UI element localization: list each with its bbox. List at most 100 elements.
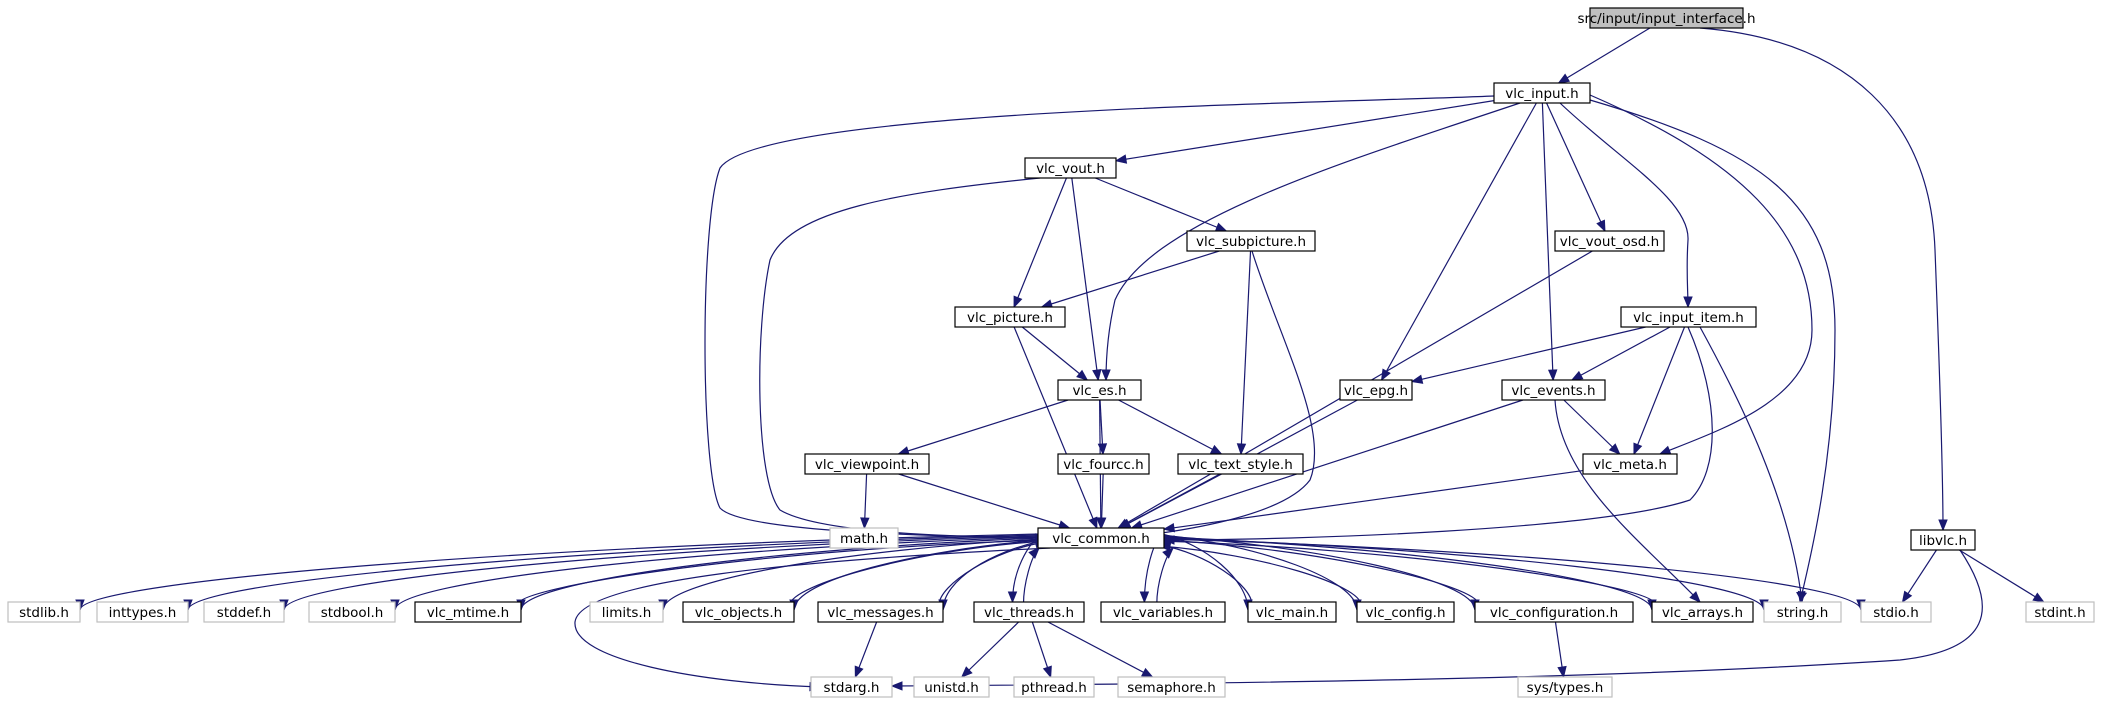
edge-vlc_common-to-string — [1161, 537, 1769, 612]
edge-vlc_viewpoint-to-vlc_common — [898, 473, 1071, 530]
node-label: src/input/input_interface.h — [1577, 11, 1755, 27]
node-vlc-text-style[interactable]: vlc_text_style.h — [1177, 453, 1304, 475]
node-vlc-common[interactable]: vlc_common.h — [1037, 527, 1165, 549]
edge-vlc_input-to-vlc_es — [1101, 102, 1521, 382]
edge-vlc_vout-to-vlc_picture — [1013, 177, 1067, 309]
edge-vlc_input_item-to-string — [1699, 326, 1806, 604]
node-label: vlc_main.h — [1256, 605, 1329, 621]
node-label: vlc_mtime.h — [427, 605, 509, 621]
node-vlc-vout[interactable]: vlc_vout.h — [1024, 157, 1117, 179]
edge-vlc_threads-to-unistd — [960, 621, 1020, 678]
node-vlc-config[interactable]: vlc_config.h — [1356, 601, 1455, 623]
edge-vlc_input-to-vlc_meta — [1589, 94, 1813, 455]
node-label: vlc_input_item.h — [1633, 310, 1744, 326]
node-vlc-viewpoint[interactable]: vlc_viewpoint.h — [804, 453, 930, 475]
node-label: stdbool.h — [321, 605, 384, 621]
edge-vlc_vout-to-vlc_es — [1071, 177, 1102, 382]
edge-vlc_es-to-vlc_viewpoint — [897, 399, 1069, 456]
edge-vlc_subpicture-to-vlc_text_style — [1236, 250, 1252, 456]
edge-vlc_input-to-vlc_input_item — [1559, 102, 1693, 309]
edge-vlc_common-to-stdbool — [390, 536, 1043, 612]
node-inttypes: inttypes.h — [96, 601, 189, 623]
node-label: vlc_events.h — [1511, 383, 1595, 399]
node-vlc-input[interactable]: vlc_input.h — [1493, 82, 1591, 104]
edge-vlc_input-to-vlc_vout — [1114, 100, 1495, 164]
edge-vlc_input_item-to-vlc_events — [1570, 326, 1671, 381]
node-label: vlc_picture.h — [967, 310, 1053, 326]
edge-vlc_arrays-to-vlc_common — [1158, 536, 1657, 606]
node-label: vlc_subpicture.h — [1196, 234, 1306, 250]
node-label: vlc_vout_osd.h — [1560, 234, 1659, 250]
node-label: vlc_meta.h — [1593, 457, 1667, 473]
edge-root-to-vlc_input — [1557, 27, 1651, 84]
node-label: vlc_epg.h — [1344, 383, 1408, 399]
edge-vlc_input_item-to-vlc_epg — [1410, 326, 1646, 384]
node-root[interactable]: src/input/input_interface.h — [1577, 7, 1756, 29]
node-label: inttypes.h — [109, 605, 177, 621]
edge-vlc_picture-to-vlc_es — [1021, 326, 1089, 381]
node-label: math.h — [840, 531, 888, 547]
node-label: stdint.h — [2034, 605, 2085, 621]
node-label: vlc_viewpoint.h — [815, 457, 919, 473]
node-vlc-subpicture[interactable]: vlc_subpicture.h — [1186, 230, 1316, 252]
node-label: sys/types.h — [1527, 680, 1604, 696]
node-vlc-main[interactable]: vlc_main.h — [1247, 601, 1337, 623]
node-stdio: stdio.h — [1860, 601, 1932, 623]
node-vlc-objects[interactable]: vlc_objects.h — [682, 601, 795, 623]
edge-vlc_threads-to-vlc_common — [1022, 547, 1040, 605]
edge-vlc_viewpoint-to-math — [860, 473, 870, 530]
node-label: vlc_input.h — [1505, 86, 1579, 102]
edge-vlc_threads-to-pthread — [1031, 621, 1052, 679]
node-stdlib: stdlib.h — [7, 601, 81, 623]
edge-vlc_fourcc-to-vlc_common — [1096, 473, 1107, 530]
node-vlc-picture[interactable]: vlc_picture.h — [954, 306, 1066, 328]
node-vlc-variables[interactable]: vlc_variables.h — [1100, 601, 1226, 623]
edge-vlc_subpicture-to-vlc_picture — [1040, 250, 1220, 309]
node-label: vlc_vout.h — [1036, 161, 1105, 177]
edge-libvlc-to-stdio — [1901, 549, 1937, 604]
node-vlc-events[interactable]: vlc_events.h — [1501, 379, 1606, 401]
node-label: libvlc.h — [1919, 533, 1967, 549]
edge-vlc_vout-to-vlc_subpicture — [1095, 177, 1228, 232]
edges-layer — [75, 27, 2045, 692]
node-unistd: unistd.h — [913, 676, 990, 698]
edge-vlc_meta-to-vlc_common — [1162, 469, 1584, 533]
node-vlc-es[interactable]: vlc_es.h — [1057, 379, 1142, 401]
edge-vlc_text_style-to-vlc_common — [1118, 473, 1222, 529]
node-vlc-mtime[interactable]: vlc_mtime.h — [414, 601, 522, 623]
node-label: limits.h — [602, 605, 652, 621]
edge-vlc_main-to-vlc_common — [1158, 542, 1253, 606]
edge-vlc_es-to-vlc_text_style — [1118, 399, 1223, 455]
node-vlc-meta[interactable]: vlc_meta.h — [1582, 453, 1678, 475]
node-libvlc[interactable]: libvlc.h — [1910, 529, 1976, 551]
node-label: unistd.h — [924, 680, 979, 696]
node-vlc-vout-osd[interactable]: vlc_vout_osd.h — [1554, 230, 1665, 252]
node-vlc-epg[interactable]: vlc_epg.h — [1339, 379, 1413, 401]
node-label: vlc_config.h — [1365, 605, 1445, 621]
node-vlc-configuration[interactable]: vlc_configuration.h — [1474, 601, 1634, 623]
node-vlc-input-item[interactable]: vlc_input_item.h — [1620, 306, 1757, 328]
edge-vlc_events-to-vlc_meta — [1563, 399, 1621, 455]
edge-vlc_configuration-to-sys_types — [1554, 621, 1567, 679]
node-label: stdlib.h — [19, 605, 69, 621]
node-vlc-threads[interactable]: vlc_threads.h — [973, 601, 1085, 623]
node-label: pthread.h — [1021, 680, 1087, 696]
node-vlc-fourcc[interactable]: vlc_fourcc.h — [1057, 453, 1150, 475]
edge-vlc_common-to-vlc_configuration — [1161, 535, 1480, 612]
node-vlc-messages[interactable]: vlc_messages.h — [817, 601, 944, 623]
node-stdbool: stdbool.h — [308, 601, 396, 623]
node-label: stdio.h — [1873, 605, 1919, 621]
node-label: vlc_text_style.h — [1188, 457, 1293, 473]
node-label: vlc_fourcc.h — [1063, 457, 1143, 473]
edge-vlc_input-to-vlc_events — [1541, 102, 1558, 382]
node-label: stddef.h — [217, 605, 271, 621]
node-label: vlc_messages.h — [827, 605, 933, 621]
edge-vlc_input-to-vlc_vout_osd — [1546, 102, 1606, 233]
edge-vlc_vout-to-vlc_common — [759, 177, 1054, 543]
node-vlc-arrays[interactable]: vlc_arrays.h — [1651, 601, 1754, 623]
node-label: vlc_common.h — [1052, 531, 1150, 547]
node-sys-types: sys/types.h — [1517, 676, 1613, 698]
edge-vlc_subpicture-to-vlc_common — [1118, 250, 1316, 542]
node-stddef: stddef.h — [203, 601, 285, 623]
